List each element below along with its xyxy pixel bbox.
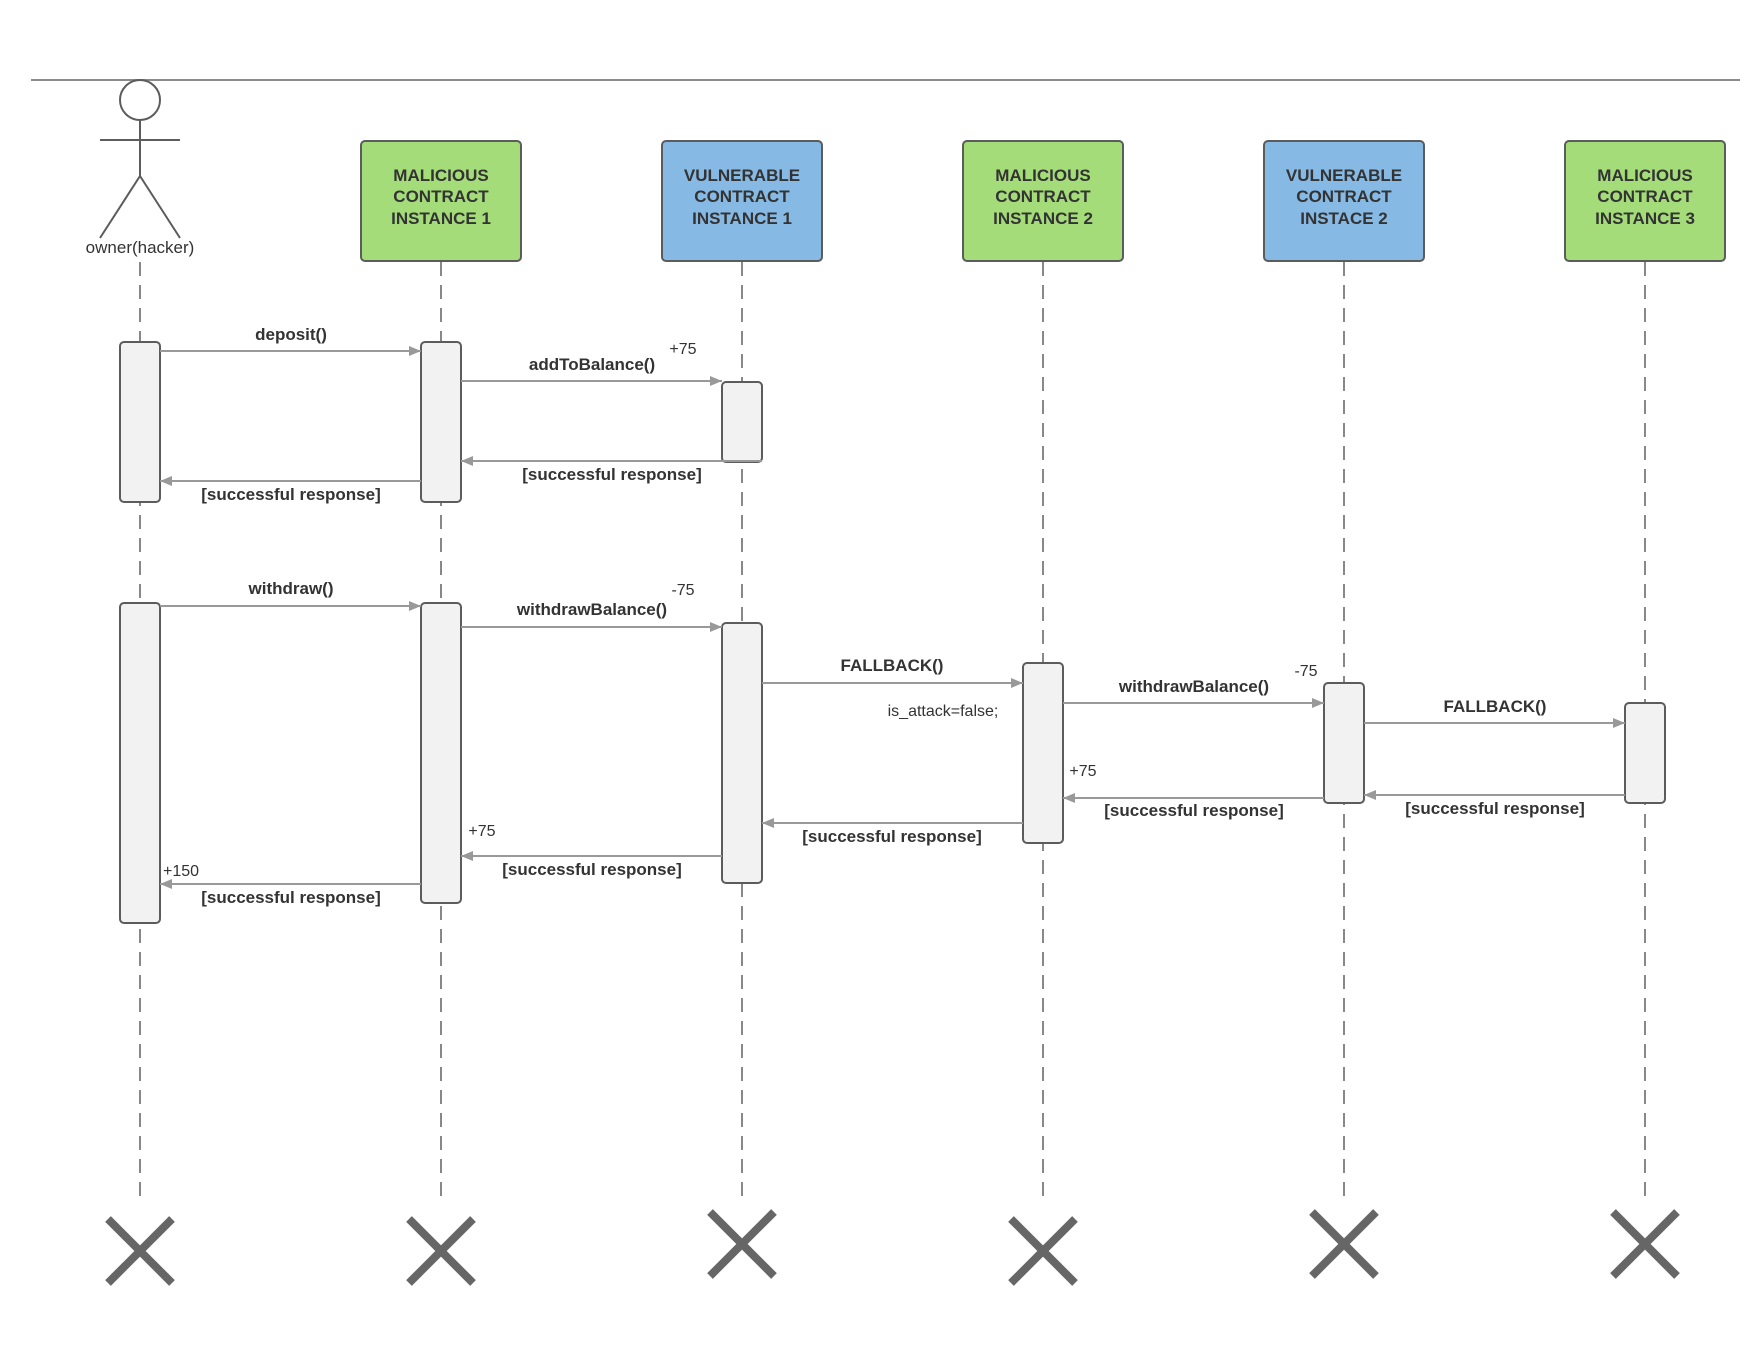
activation-malicious-1-deposit[interactable] [420, 341, 462, 503]
label-response-malicious-3: [successful response] [1405, 799, 1585, 818]
activation-owner-withdraw[interactable] [119, 602, 161, 924]
label-withdraw-balance-2: withdrawBalance() [1118, 677, 1269, 696]
activation-owner-deposit[interactable] [119, 341, 161, 503]
label-minus75-1: -75 [671, 582, 694, 599]
actor-leg-right [139, 175, 181, 239]
label-plus75-malicious-2: +75 [1069, 763, 1096, 780]
label-response-vulnerable-2: [successful response] [1104, 801, 1284, 820]
label-fallback-1: FALLBACK() [841, 656, 944, 675]
actor-leg-left [99, 175, 141, 239]
actor-head [119, 79, 161, 121]
label-plus75-add: +75 [669, 341, 696, 358]
participant-label-line1: MALICIOUS [1597, 166, 1692, 185]
participant-label-line2: CONTRACT [1296, 187, 1392, 206]
participant-label-line1: MALICIOUS [393, 166, 488, 185]
label-response-malicious-1-b: [successful response] [201, 888, 381, 907]
participant-box [1263, 140, 1425, 262]
participant-malicious-2[interactable]: MALICIOUS CONTRACT INSTANCE 2 [962, 140, 1124, 262]
participant-label-line1: VULNERABLE [684, 166, 800, 185]
activation-vulnerable-1-withdraw[interactable] [721, 622, 763, 884]
participant-box [1564, 140, 1726, 262]
participant-box [661, 140, 823, 262]
destroy-icon-malicious-3 [1610, 1209, 1680, 1279]
label-add-to-balance: addToBalance() [529, 355, 655, 374]
label-is-attack: is_attack=false; [888, 703, 999, 720]
participant-vulnerable-2[interactable]: VULNERABLE CONTRACT INSTACE 2 [1263, 140, 1425, 262]
label-response-malicious-1: [successful response] [201, 485, 381, 504]
participant-label-line3: INSTACE 2 [1300, 209, 1388, 228]
activation-vulnerable-2-withdraw[interactable] [1323, 682, 1365, 804]
destroy-marks [105, 1209, 1680, 1286]
messages-deposit-flow: deposit() addToBalance() +75 [successful… [160, 325, 762, 504]
destroy-icon-malicious-2 [1008, 1216, 1078, 1286]
participant-label-line2: CONTRACT [694, 187, 790, 206]
label-minus75-2: -75 [1294, 663, 1317, 680]
label-plus150: +150 [163, 863, 199, 880]
label-plus75-malicious-1: +75 [468, 823, 495, 840]
participant-label-line1: VULNERABLE [1286, 166, 1402, 185]
activation-malicious-1-withdraw[interactable] [420, 602, 462, 904]
activation-malicious-2-fallback[interactable] [1022, 662, 1064, 844]
messages-withdraw-flow: withdraw() withdrawBalance() -75 FALLBAC… [160, 579, 1625, 907]
participant-malicious-3[interactable]: MALICIOUS CONTRACT INSTANCE 3 [1564, 140, 1726, 262]
label-withdraw: withdraw() [248, 579, 334, 598]
actor-label: owner(hacker) [86, 238, 195, 257]
participant-label-line3: INSTANCE 3 [1595, 209, 1695, 228]
activations [119, 341, 1666, 924]
activation-vulnerable-1-add[interactable] [721, 381, 763, 463]
activation-malicious-3-fallback[interactable] [1624, 702, 1666, 804]
participant-label-line2: CONTRACT [995, 187, 1091, 206]
participant-vulnerable-1[interactable]: VULNERABLE CONTRACT INSTANCE 1 [661, 140, 823, 262]
label-response-malicious-2: [successful response] [802, 827, 982, 846]
participant-label-line1: MALICIOUS [995, 166, 1090, 185]
destroy-icon-vulnerable-2 [1309, 1209, 1379, 1279]
participant-box [962, 140, 1124, 262]
participant-label-line2: CONTRACT [393, 187, 489, 206]
destroy-icon-owner [105, 1216, 175, 1286]
actor-owner[interactable]: owner(hacker) [86, 79, 195, 257]
participant-label-line3: INSTANCE 2 [993, 209, 1093, 228]
label-fallback-2: FALLBACK() [1444, 697, 1547, 716]
destroy-icon-vulnerable-1 [707, 1209, 777, 1279]
label-withdraw-balance-1: withdrawBalance() [516, 600, 667, 619]
participant-label-line2: CONTRACT [1597, 187, 1693, 206]
participant-label-line3: INSTANCE 1 [692, 209, 792, 228]
participant-box [360, 140, 522, 262]
destroy-icon-malicious-1 [406, 1216, 476, 1286]
lifelines [139, 262, 1646, 1205]
participant-label-line3: INSTANCE 1 [391, 209, 491, 228]
label-response-vulnerable-1: [successful response] [522, 465, 702, 484]
participant-malicious-1[interactable]: MALICIOUS CONTRACT INSTANCE 1 [360, 140, 522, 262]
label-deposit: deposit() [255, 325, 327, 344]
label-response-vulnerable-1-b: [successful response] [502, 860, 682, 879]
